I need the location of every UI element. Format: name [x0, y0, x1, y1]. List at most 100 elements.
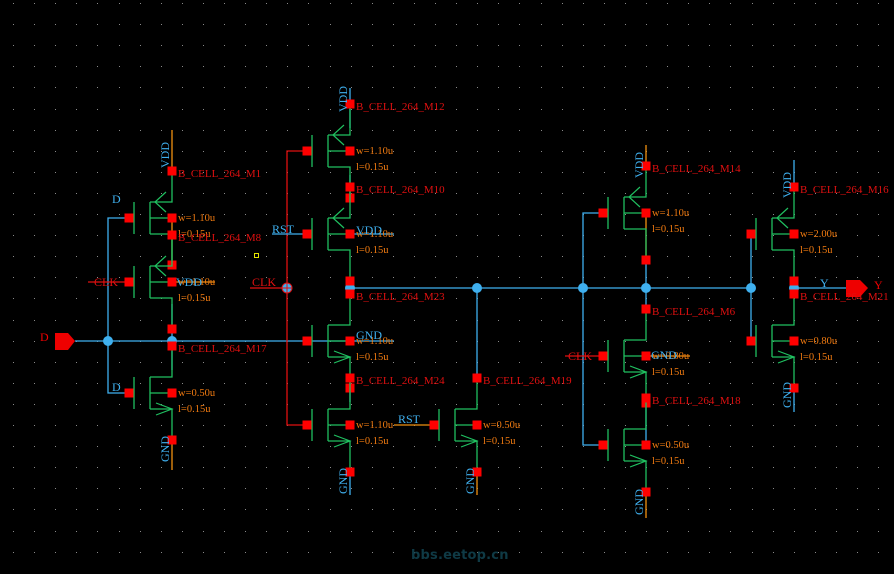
grid-dot: [562, 383, 563, 384]
grid-dot: [140, 552, 141, 553]
output-port-y[interactable]: [846, 280, 868, 297]
grid-dot: [794, 45, 795, 46]
gate-pin-m14[interactable]: [598, 208, 608, 218]
source-pin-m12[interactable]: [345, 99, 355, 109]
bulk-pin-m14[interactable]: [641, 208, 651, 218]
bulk-pin-m23[interactable]: [345, 336, 355, 346]
gate-pin-m23[interactable]: [302, 336, 312, 346]
grid-dot: [604, 531, 605, 532]
drain-pin-m19[interactable]: [472, 467, 482, 477]
grid-dot: [583, 488, 584, 489]
gate-pin-m24[interactable]: [302, 420, 312, 430]
bulk-pin-m21[interactable]: [789, 336, 799, 346]
grid-dot: [625, 172, 626, 173]
gate-pin-m8[interactable]: [124, 277, 134, 287]
transistor-m6[interactable]: [603, 309, 648, 403]
grid-dot: [34, 235, 35, 236]
grid-dot: [541, 235, 542, 236]
drain-pin-m14[interactable]: [641, 255, 651, 265]
source-pin-m18[interactable]: [641, 393, 651, 403]
source-pin-m6[interactable]: [641, 304, 651, 314]
grid-dot: [519, 235, 520, 236]
drain-pin-m18[interactable]: [641, 487, 651, 497]
transistor-m24[interactable]: [307, 378, 352, 472]
source-pin-m23[interactable]: [345, 289, 355, 299]
source-pin-m14[interactable]: [641, 161, 651, 171]
gate-pin-m18[interactable]: [598, 440, 608, 450]
transistor-m21[interactable]: [751, 294, 796, 388]
source-pin-m21[interactable]: [789, 289, 799, 299]
source-pin-m8[interactable]: [167, 230, 177, 240]
transistor-m14[interactable]: [603, 166, 647, 260]
grid-dot: [393, 362, 394, 363]
gate-pin-m17[interactable]: [124, 388, 134, 398]
source-pin-m1[interactable]: [167, 166, 177, 176]
transistor-m18[interactable]: [603, 398, 648, 492]
grid-dot: [414, 3, 415, 4]
transistor-m8[interactable]: [129, 235, 173, 329]
transistor-m12[interactable]: [307, 104, 351, 198]
grid-dot: [604, 151, 605, 152]
drain-pin-m16[interactable]: [789, 276, 799, 286]
gate-pin-m12[interactable]: [302, 146, 312, 156]
grid-dot: [709, 446, 710, 447]
grid-dot: [815, 383, 816, 384]
source-pin-m16[interactable]: [789, 182, 799, 192]
gate-pin-m1[interactable]: [124, 213, 134, 223]
bulk-pin-m16[interactable]: [789, 229, 799, 239]
grid-dot: [836, 362, 837, 363]
bulk-pin-m1[interactable]: [167, 213, 177, 223]
grid-dot: [836, 446, 837, 447]
grid-dot: [119, 277, 120, 278]
source-pin-m19[interactable]: [472, 373, 482, 383]
transistor-m19[interactable]: [434, 378, 479, 472]
drain-pin-m21[interactable]: [789, 383, 799, 393]
grid-dot: [372, 109, 373, 110]
drain-pin-m17[interactable]: [167, 435, 177, 445]
grid-dot: [393, 467, 394, 468]
source-pin-m10[interactable]: [345, 182, 355, 192]
transistor-m1[interactable]: [129, 171, 173, 265]
gate-pin-m21[interactable]: [746, 336, 756, 346]
drain-pin-m8[interactable]: [167, 324, 177, 334]
bulk-pin-m24[interactable]: [345, 420, 355, 430]
gate-pin-m19[interactable]: [429, 420, 439, 430]
source-pin-m24[interactable]: [345, 373, 355, 383]
grid-dot: [97, 3, 98, 4]
gate-pin-m10[interactable]: [302, 229, 312, 239]
grid-dot: [836, 87, 837, 88]
transistor-m17[interactable]: [129, 346, 174, 440]
bulk-pin-m19[interactable]: [472, 420, 482, 430]
grid-dot: [308, 87, 309, 88]
drain-pin-m10[interactable]: [345, 276, 355, 286]
grid-dot: [372, 425, 373, 426]
instance-name-m16: B_CELL_264_M16: [800, 184, 889, 196]
source-pin-m17[interactable]: [167, 341, 177, 351]
grid-dot: [266, 383, 267, 384]
bulk-pin-m8[interactable]: [167, 277, 177, 287]
grid-dot: [140, 130, 141, 131]
bulk-pin-m10[interactable]: [345, 229, 355, 239]
bulk-pin-m18[interactable]: [641, 440, 651, 450]
grid-dot: [76, 362, 77, 363]
length-param-m10: l=0.15u: [356, 245, 389, 256]
bulk-pin-m17[interactable]: [167, 388, 177, 398]
grid-dot: [773, 531, 774, 532]
grid-dot: [815, 320, 816, 321]
gate-pin-m16[interactable]: [746, 229, 756, 239]
bulk-pin-m12[interactable]: [345, 146, 355, 156]
transistor-m10[interactable]: [307, 187, 351, 281]
transistor-m16[interactable]: [751, 187, 795, 281]
grid-dot: [393, 172, 394, 173]
grid-dot: [562, 24, 563, 25]
input-port-d[interactable]: [55, 333, 75, 350]
grid-dot: [562, 151, 563, 152]
source-lead: [624, 325, 647, 341]
grid-dot: [752, 298, 753, 299]
grid-dot: [752, 256, 753, 257]
drain-pin-m24[interactable]: [345, 467, 355, 477]
bulk-pin-m6[interactable]: [641, 351, 651, 361]
gate-pin-m6[interactable]: [598, 351, 608, 361]
